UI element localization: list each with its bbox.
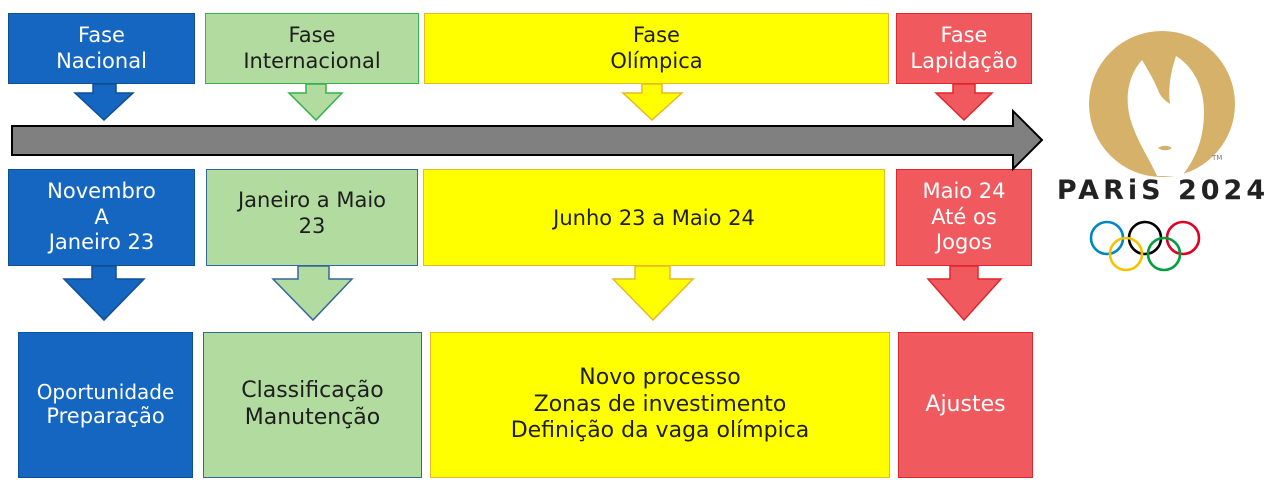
paris-2024-wordmark: PARiS 2024 bbox=[1057, 175, 1269, 206]
phase-outcome-line: Definição da vaga olímpica bbox=[510, 418, 810, 444]
phase-period-lapidacao: Maio 24 Até os Jogos bbox=[896, 169, 1032, 266]
phase-title-line: Fase bbox=[940, 22, 988, 47]
phase-period-line: Novembro bbox=[47, 179, 156, 204]
phase-period-line: Janeiro 23 bbox=[48, 230, 155, 255]
phase-title-line: Olímpica bbox=[610, 48, 703, 73]
down-arrow-lapidacao-1 bbox=[934, 83, 994, 122]
down-arrow-internacional-2 bbox=[271, 265, 354, 322]
phase-title-line: Fase bbox=[78, 22, 125, 47]
phase-outcome-line: Classificação bbox=[241, 378, 384, 404]
timeline-arrow bbox=[11, 108, 1044, 172]
down-arrow-olimpica-2 bbox=[611, 265, 695, 322]
phase-title-line: Internacional bbox=[243, 48, 381, 73]
phase-outcome-line: Preparação bbox=[46, 404, 165, 429]
paris-2024-emblem bbox=[1089, 31, 1235, 177]
phase-title-lapidacao: Fase Lapidação bbox=[896, 13, 1032, 84]
phase-period-line: Janeiro a Maio bbox=[237, 188, 387, 212]
phase-period-nacional: Novembro A Janeiro 23 bbox=[8, 169, 195, 266]
phase-period-line: A bbox=[94, 204, 109, 229]
phase-title-line: Fase bbox=[288, 22, 336, 47]
down-arrow-nacional-2 bbox=[62, 265, 146, 322]
phase-period-line: Até os bbox=[931, 204, 997, 229]
phase-period-line: Maio 24 bbox=[922, 179, 1006, 204]
phase-title-line: Lapidação bbox=[910, 48, 1018, 73]
phase-title-line: Fase bbox=[633, 22, 680, 47]
down-arrow-internacional-1 bbox=[287, 83, 344, 122]
down-arrow-olimpica-1 bbox=[621, 83, 684, 122]
phase-outcome-line: Ajustes bbox=[925, 391, 1006, 417]
phase-outcome-nacional: Oportunidade Preparação bbox=[18, 332, 193, 478]
phase-outcome-line: Oportunidade bbox=[36, 380, 175, 404]
phase-outcome-olimpica: Novo processo Zonas de investimento Defi… bbox=[430, 332, 890, 478]
phase-outcome-internacional: Classificação Manutenção bbox=[203, 332, 422, 478]
phase-outcome-line: Zonas de investimento bbox=[533, 391, 787, 417]
olympic-rings-icon bbox=[1089, 220, 1201, 272]
phase-period-line: Jogos bbox=[935, 230, 993, 255]
phase-outcome-line: Novo processo bbox=[579, 364, 741, 390]
phase-period-olimpica: Junho 23 a Maio 24 bbox=[423, 169, 885, 266]
phase-outcome-lapidacao: Ajustes bbox=[898, 332, 1033, 478]
phase-period-line: 23 bbox=[298, 213, 326, 238]
phase-outcome-line: Manutenção bbox=[244, 405, 381, 430]
phase-title-internacional: Fase Internacional bbox=[205, 13, 419, 84]
phase-period-line: Junho 23 a Maio 24 bbox=[553, 206, 755, 230]
phase-title-nacional: Fase Nacional bbox=[8, 13, 195, 84]
phase-period-internacional: Janeiro a Maio 23 bbox=[206, 169, 418, 266]
trademark-mark: TM bbox=[1211, 154, 1222, 162]
down-arrow-nacional-1 bbox=[73, 83, 135, 122]
phase-title-line: Nacional bbox=[56, 48, 147, 73]
down-arrow-lapidacao-2 bbox=[926, 265, 1003, 322]
